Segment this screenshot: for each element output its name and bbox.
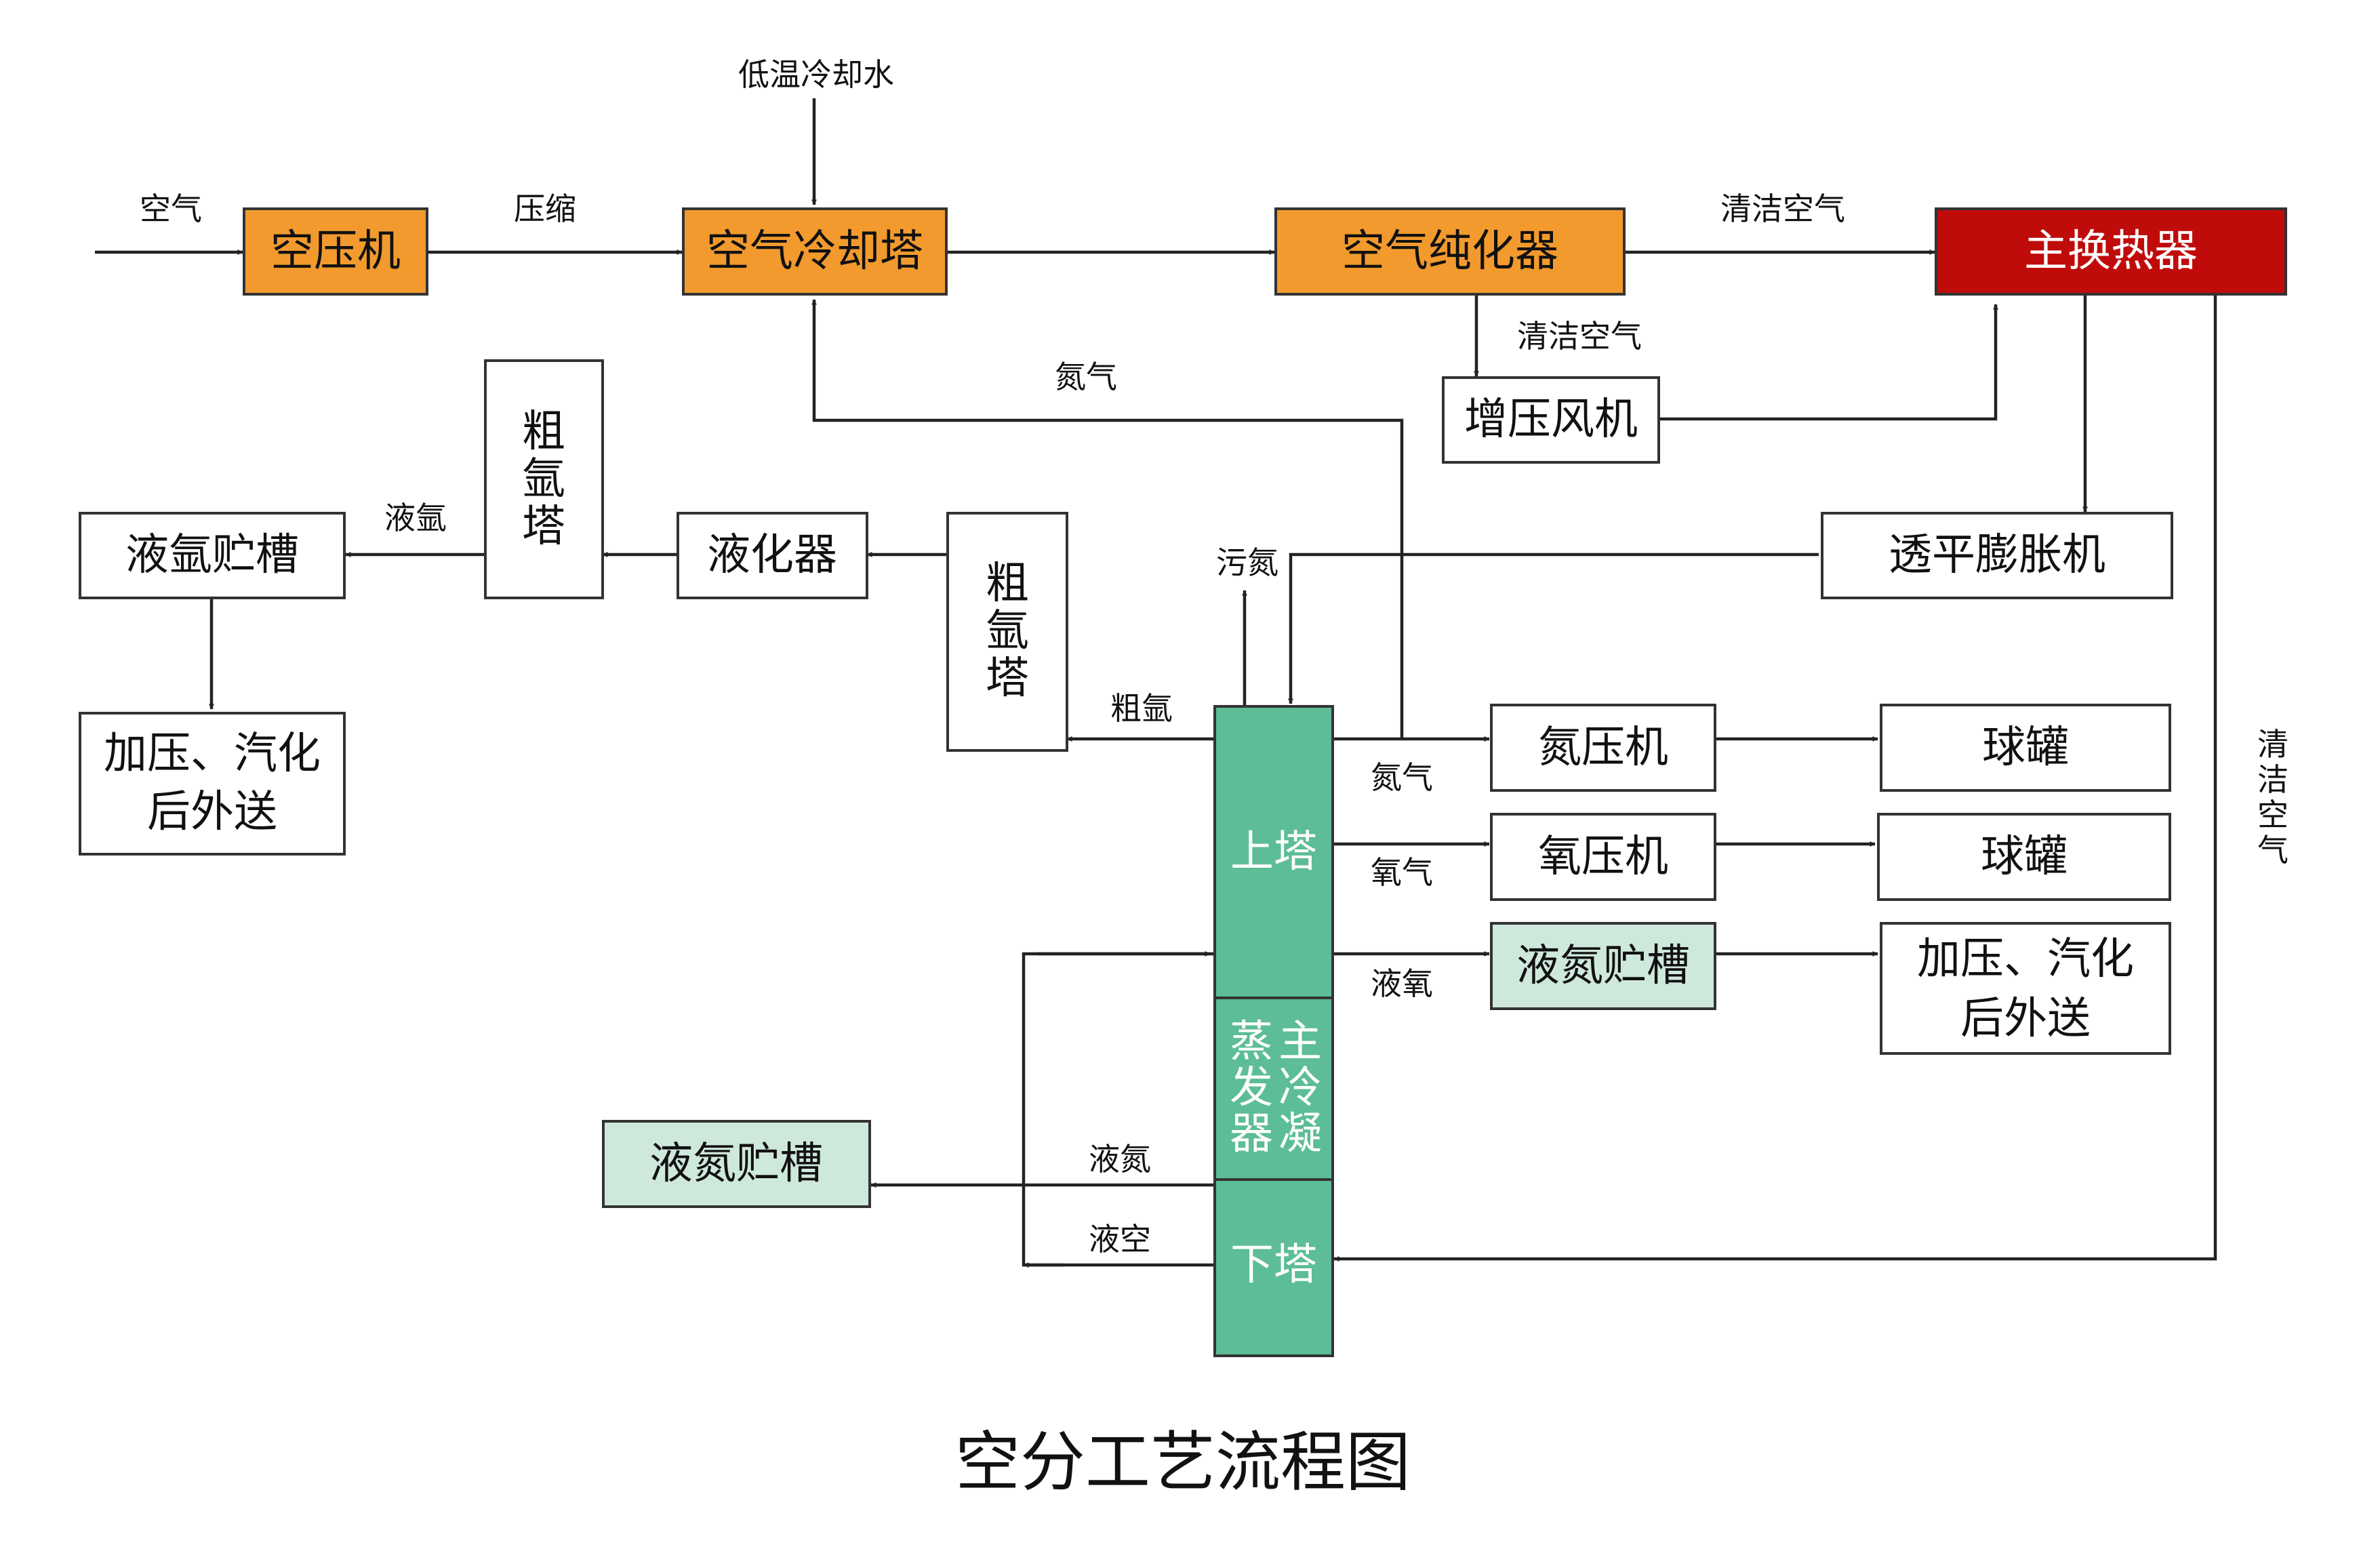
crude-argon-tower-left-char-2: 氩	[522, 454, 565, 504]
crude-argon-tower-left-char-3: 塔	[522, 502, 565, 552]
flow-label-nitrogen-return: 氮气	[1055, 359, 1117, 395]
arrow-nitrogen-return	[811, 299, 1404, 739]
flow-label-air: 空气	[140, 190, 202, 227]
lower-tower-label: 下塔	[1230, 1240, 1317, 1290]
flow-label-clean-air-v-4: 气	[2257, 832, 2289, 868]
liquid-oxygen-tank-box: 液氮贮槽	[1490, 922, 1716, 1010]
crude-argon-tower-right-char-3: 塔	[986, 654, 1029, 704]
oxygen-pressurize-send-box: 加压、汽化 后外送	[1880, 922, 2171, 1055]
flow-label-crude-argon: 粗氩	[1110, 690, 1173, 727]
argon-pressurize-send-box: 加压、汽化 后外送	[79, 712, 346, 856]
argon-send-line-2: 后外送	[147, 787, 277, 837]
spherical-tank-2-label: 球罐	[1981, 832, 2068, 882]
argon-send-line-1: 加压、汽化	[104, 729, 321, 779]
spherical-tank-2-box: 球罐	[1877, 813, 2171, 901]
turbo-expander-label: 透平膨胀机	[1889, 530, 2105, 580]
flow-label-nitrogen-gas: 氮气	[1371, 759, 1433, 796]
loop-liquid-air	[1022, 952, 1213, 1267]
air-compressor-label: 空压机	[270, 226, 401, 277]
nitrogen-compressor-box: 氮压机	[1490, 704, 1716, 792]
air-compressor-box: 空压机	[243, 207, 428, 296]
air-purifier-label: 空气纯化器	[1342, 226, 1558, 277]
nitrogen-compressor-label: 氮压机	[1538, 723, 1668, 773]
liquefier-box: 液化器	[677, 512, 868, 599]
liquid-oxygen-tank-label: 液氮贮槽	[1516, 941, 1690, 991]
crude-argon-tower-left-box: 粗 氩 塔	[484, 359, 604, 599]
liquid-nitrogen-tank-label: 液氮贮槽	[649, 1139, 823, 1189]
turbo-expander-box: 透平膨胀机	[1821, 512, 2173, 599]
spherical-tank-1-box: 球罐	[1880, 704, 2171, 792]
oxygen-send-line-2: 后外送	[1960, 994, 2091, 1044]
flow-label-liquid-nitrogen: 液氮	[1089, 1141, 1151, 1178]
flow-label-liquid-oxygen: 液氧	[1371, 965, 1433, 1002]
crude-argon-tower-left-char-1: 粗	[522, 407, 565, 457]
booster-fan-label: 增压风机	[1464, 395, 1638, 445]
air-cooling-tower-label: 空气冷却塔	[706, 226, 923, 277]
flow-label-dirty-nitrogen: 污氮	[1216, 544, 1278, 581]
flow-label-clean-air-v-2: 洁	[2257, 761, 2289, 798]
flow-lines	[95, 98, 2217, 1268]
oxygen-compressor-label: 氧压机	[1538, 832, 1668, 882]
flow-label-clean-air-down: 清洁空气	[1517, 318, 1642, 355]
evaporator-char-3: 器	[1230, 1109, 1273, 1159]
flow-label-liquid-air: 液空	[1089, 1221, 1151, 1258]
liquefier-label: 液化器	[707, 530, 837, 580]
main-condenser-box: 主 冷 凝 蒸 发 器	[1213, 997, 1334, 1181]
spherical-tank-1-label: 球罐	[1982, 723, 2069, 773]
booster-fan-box: 增压风机	[1442, 376, 1660, 464]
flow-label-liquid-argon: 液氩	[384, 500, 447, 536]
flow-label-clean-air-top: 清洁空气	[1720, 190, 1845, 227]
evaporator-char-1: 蒸	[1230, 1017, 1273, 1067]
oxygen-send-line-1: 加压、汽化	[1917, 934, 2134, 984]
crude-argon-tower-right-box: 粗 氩 塔	[946, 512, 1068, 752]
flow-label-oxygen-gas: 氧气	[1371, 854, 1433, 891]
air-purifier-box: 空气纯化器	[1274, 207, 1626, 296]
main-condenser-char-2: 冷	[1278, 1063, 1322, 1113]
liquid-argon-tank-box: 液氩贮槽	[79, 512, 346, 599]
crude-argon-tower-right-char-2: 氩	[986, 606, 1029, 656]
diagram-title: 空分工艺流程图	[955, 1424, 1411, 1500]
arrow-expander-to-upper	[1288, 552, 1819, 704]
oxygen-compressor-box: 氧压机	[1490, 813, 1716, 901]
arrow-clean-air-lower	[1333, 296, 2217, 1262]
flow-label-cooling-water: 低温冷却水	[738, 56, 894, 93]
lower-tower-box: 下塔	[1213, 1178, 1334, 1357]
arrow-booster-to-exchanger	[1655, 304, 1998, 421]
upper-tower-box: 上塔	[1213, 705, 1334, 999]
upper-tower-label: 上塔	[1230, 827, 1317, 877]
main-condenser-char-1: 主	[1278, 1017, 1322, 1067]
main-heat-exchanger-box: 主换热器	[1935, 207, 2287, 296]
main-condenser-char-3: 凝	[1278, 1109, 1322, 1159]
liquid-nitrogen-tank-box: 液氮贮槽	[602, 1120, 871, 1208]
evaporator-char-2: 发	[1230, 1063, 1273, 1113]
flow-label-clean-air-v-1: 清	[2257, 726, 2289, 763]
crude-argon-tower-right-char-1: 粗	[986, 559, 1029, 609]
air-cooling-tower-box: 空气冷却塔	[682, 207, 948, 296]
flow-label-clean-air-v-3: 空	[2257, 797, 2289, 833]
flow-labels: 空气 压缩 低温冷却水 清洁空气 清洁空气 氮气 液氩 污氮 粗氩 氮气 氧气 …	[140, 56, 2289, 1258]
main-heat-exchanger-label: 主换热器	[2024, 226, 2198, 277]
flow-label-compression: 压缩	[514, 190, 576, 227]
liquid-argon-tank-label: 液氩贮槽	[125, 530, 299, 580]
